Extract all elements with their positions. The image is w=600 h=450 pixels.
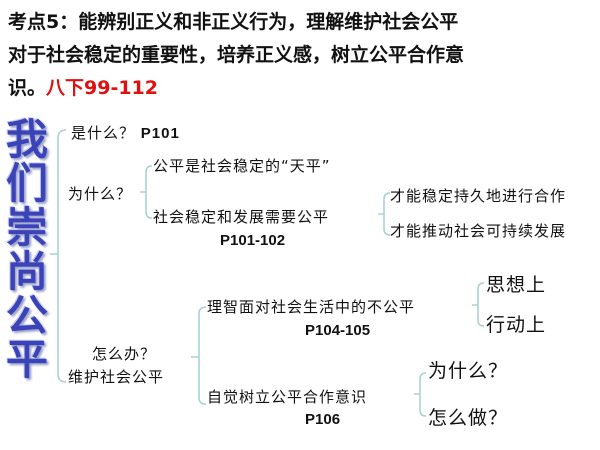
title-char: 们 xyxy=(6,159,49,208)
how-item-2-ref: P106 xyxy=(305,411,341,428)
how-item-2-sub-1: 为什么？ xyxy=(428,360,509,382)
why-label: 为什么？ xyxy=(68,185,133,203)
what-node: 是什么？ P101 xyxy=(71,122,180,143)
why-item-2: 社会稳定和发展需要公平 xyxy=(153,208,330,226)
why-ref: P101-102 xyxy=(220,232,286,249)
why-item-1: 公平是社会稳定的“天平” xyxy=(153,157,331,175)
how-bracket xyxy=(191,306,207,405)
header-line-3-text: 识。 xyxy=(8,77,47,99)
header-line-3: 识。八下99-112 xyxy=(8,76,158,101)
what-label: 是什么？ xyxy=(71,124,136,142)
textbook-ref: 八下99-112 xyxy=(46,77,159,99)
how-item2-bracket xyxy=(414,372,427,417)
how-item-1-sub-2: 行动上 xyxy=(486,314,547,336)
how-label-2: 维护社会公平 xyxy=(68,368,165,386)
title-char: 崇 xyxy=(6,203,49,252)
how-item-1-sub-1: 思想上 xyxy=(486,274,547,296)
how-item-2-sub-2: 怎么做？ xyxy=(428,407,509,429)
header-line-2: 对于社会稳定的重要性，培养正义感，树立公平合作意 xyxy=(8,44,465,66)
title-char: 我 xyxy=(6,115,49,164)
title-char: 公 xyxy=(6,291,49,340)
how-item-1-ref: P104-105 xyxy=(305,322,371,339)
how-label-1: 怎么办？ xyxy=(92,345,157,363)
how-item1-bracket xyxy=(472,282,485,327)
title-char: 平 xyxy=(6,335,49,384)
why-sub-1: 才能稳定持久地进行合作 xyxy=(390,187,567,205)
header-line-1: 考点5：能辨别正义和非正义行为，理解维护社会公平 xyxy=(8,11,459,33)
how-item-1: 理智面对社会生活中的不公平 xyxy=(207,298,416,316)
main-bracket xyxy=(50,129,67,383)
why-sub-bracket xyxy=(378,192,391,236)
why-sub-2: 才能推动社会可持续发展 xyxy=(390,222,567,240)
title-char: 尚 xyxy=(6,247,49,296)
what-ref: P101 xyxy=(140,125,180,142)
how-item-2: 自觉树立公平合作意识 xyxy=(207,388,368,406)
vertical-title: 我 们 崇 尚 公 平 xyxy=(6,118,54,382)
why-bracket xyxy=(140,165,153,219)
